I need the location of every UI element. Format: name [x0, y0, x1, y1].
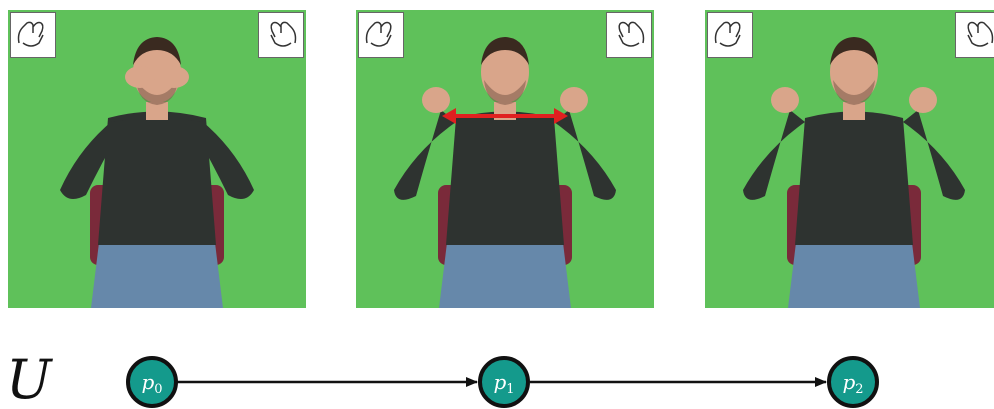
node-label-sub: 0	[154, 382, 162, 397]
handshape-icon-right	[258, 12, 304, 58]
handshape-icon-right	[606, 12, 652, 58]
node-label-base: p	[493, 370, 506, 394]
state-node-p2: p2	[829, 358, 877, 406]
node-label-sub: 1	[506, 382, 514, 397]
state-node-p1: p1	[480, 358, 528, 406]
video-frame-2	[356, 10, 654, 308]
node-label-base: p	[842, 370, 855, 394]
handshape-icon-left	[358, 12, 404, 58]
handshape-icon-left	[707, 12, 753, 58]
handshape-icon-left	[10, 12, 56, 58]
video-frame-1	[8, 10, 306, 308]
sequence-symbol: U	[6, 348, 53, 409]
node-label-base: p	[141, 370, 154, 394]
video-frame-3	[705, 10, 994, 308]
node-label-sub: 2	[855, 382, 863, 397]
state-sequence-diagram: U p0 p1 p2	[0, 330, 994, 409]
handshape-icon-right	[955, 12, 994, 58]
state-node-p0: p0	[128, 358, 176, 406]
